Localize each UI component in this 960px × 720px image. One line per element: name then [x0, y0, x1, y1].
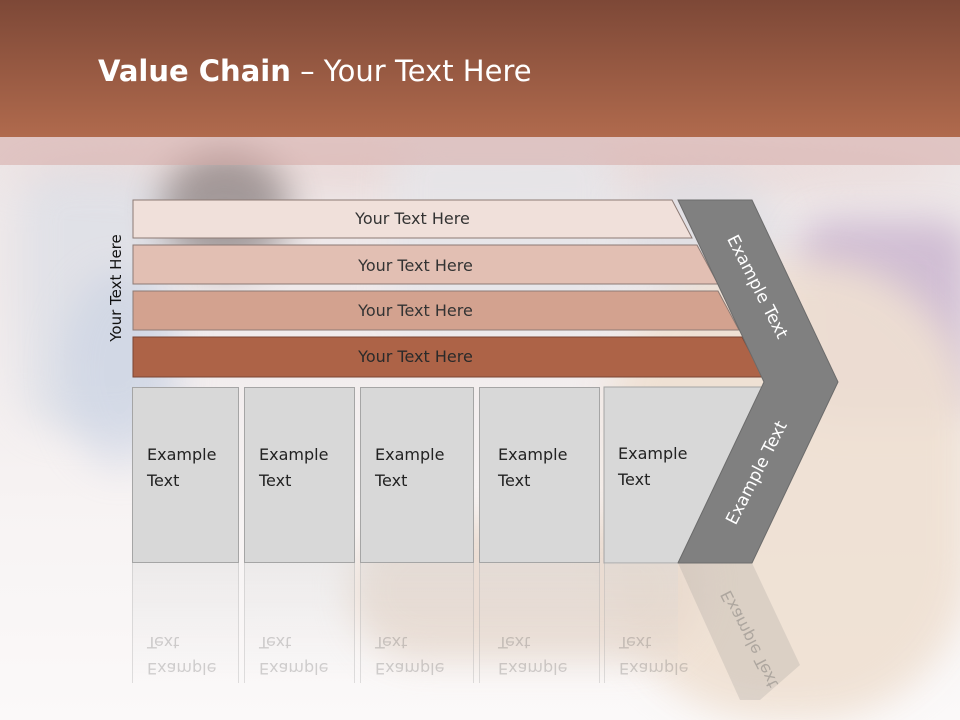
chevron-shape [677, 199, 839, 564]
support-row-4: Your Text Here [133, 338, 698, 375]
support-row-1: Your Text Here [133, 200, 692, 237]
header-bar [0, 0, 960, 137]
title-bold: Value Chain [98, 54, 291, 88]
chevron-reflection [678, 563, 800, 700]
title-rest: – Your Text Here [290, 54, 532, 88]
support-row-1-label: Your Text Here [355, 209, 470, 228]
slide-title: Value Chain – Your Text Here [98, 54, 532, 88]
support-row-2-label: Your Text Here [358, 256, 473, 275]
header-band [0, 137, 960, 165]
support-row-3: Your Text Here [133, 292, 698, 329]
support-row-1-shape [132, 199, 693, 239]
support-row-2: Your Text Here [133, 247, 698, 284]
support-row-4-label: Your Text Here [358, 347, 473, 366]
support-row-3-label: Your Text Here [358, 301, 473, 320]
